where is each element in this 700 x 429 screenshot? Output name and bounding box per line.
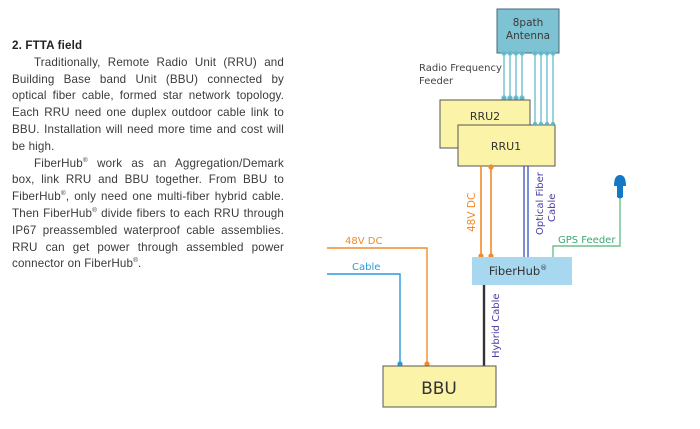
paragraph-fiberhub: FiberHub® work as an Aggregation/Demark …	[12, 156, 284, 271]
ftta-description: 2. FTTA field Traditionally, Remote Radi…	[12, 38, 284, 273]
dc-power-line-bbu	[327, 247, 428, 366]
rf-feeder-terminals-rru1	[533, 122, 555, 126]
hybrid-cable-label: Hybrid Cable	[491, 293, 502, 358]
optical-label-line2: Cable	[547, 194, 558, 222]
antenna-label-line2: Antenna	[506, 30, 550, 42]
gps-feeder-label: GPS Feeder	[558, 235, 616, 246]
gps-feeder-line	[552, 195, 621, 257]
dc-left-label: 48V DC	[345, 236, 382, 247]
antenna-label-line1: 8path	[513, 17, 544, 29]
fiberhub-box	[472, 257, 572, 285]
dc-terminal-rru1	[488, 164, 494, 170]
antenna-box	[496, 8, 560, 54]
dc-vertical-label: 48V DC	[466, 193, 478, 232]
rru1-box	[457, 124, 556, 167]
rf-feeders-rru2	[501, 50, 525, 101]
bbu-box	[382, 365, 497, 408]
dc-terminal-bbu	[424, 361, 430, 367]
cable-line-bbu	[327, 273, 401, 366]
rru1-label: RRU1	[491, 140, 521, 153]
dc-power-lines-rru	[480, 166, 492, 257]
paragraph-traditional: Traditionally, Remote Radio Unit (RRU) a…	[12, 55, 284, 153]
cable-terminal-bbu	[397, 361, 403, 367]
optical-label-line1: Optical Fiber	[535, 171, 546, 235]
section-heading: 2. FTTA field	[12, 39, 83, 52]
cable-left-label: Cable	[352, 262, 380, 273]
gps-antenna-icon	[614, 175, 626, 199]
fiberhub-label: FiberHub®	[489, 264, 547, 278]
rf-feeder-label-line2: Feeder	[419, 76, 454, 87]
bbu-label: BBU	[421, 379, 457, 399]
rru2-label: RRU2	[470, 110, 500, 123]
rf-feeders-rru1	[532, 50, 556, 124]
optical-fiber-lines	[523, 166, 529, 257]
rf-feeder-label-line1: Radio Frequency	[419, 63, 502, 74]
